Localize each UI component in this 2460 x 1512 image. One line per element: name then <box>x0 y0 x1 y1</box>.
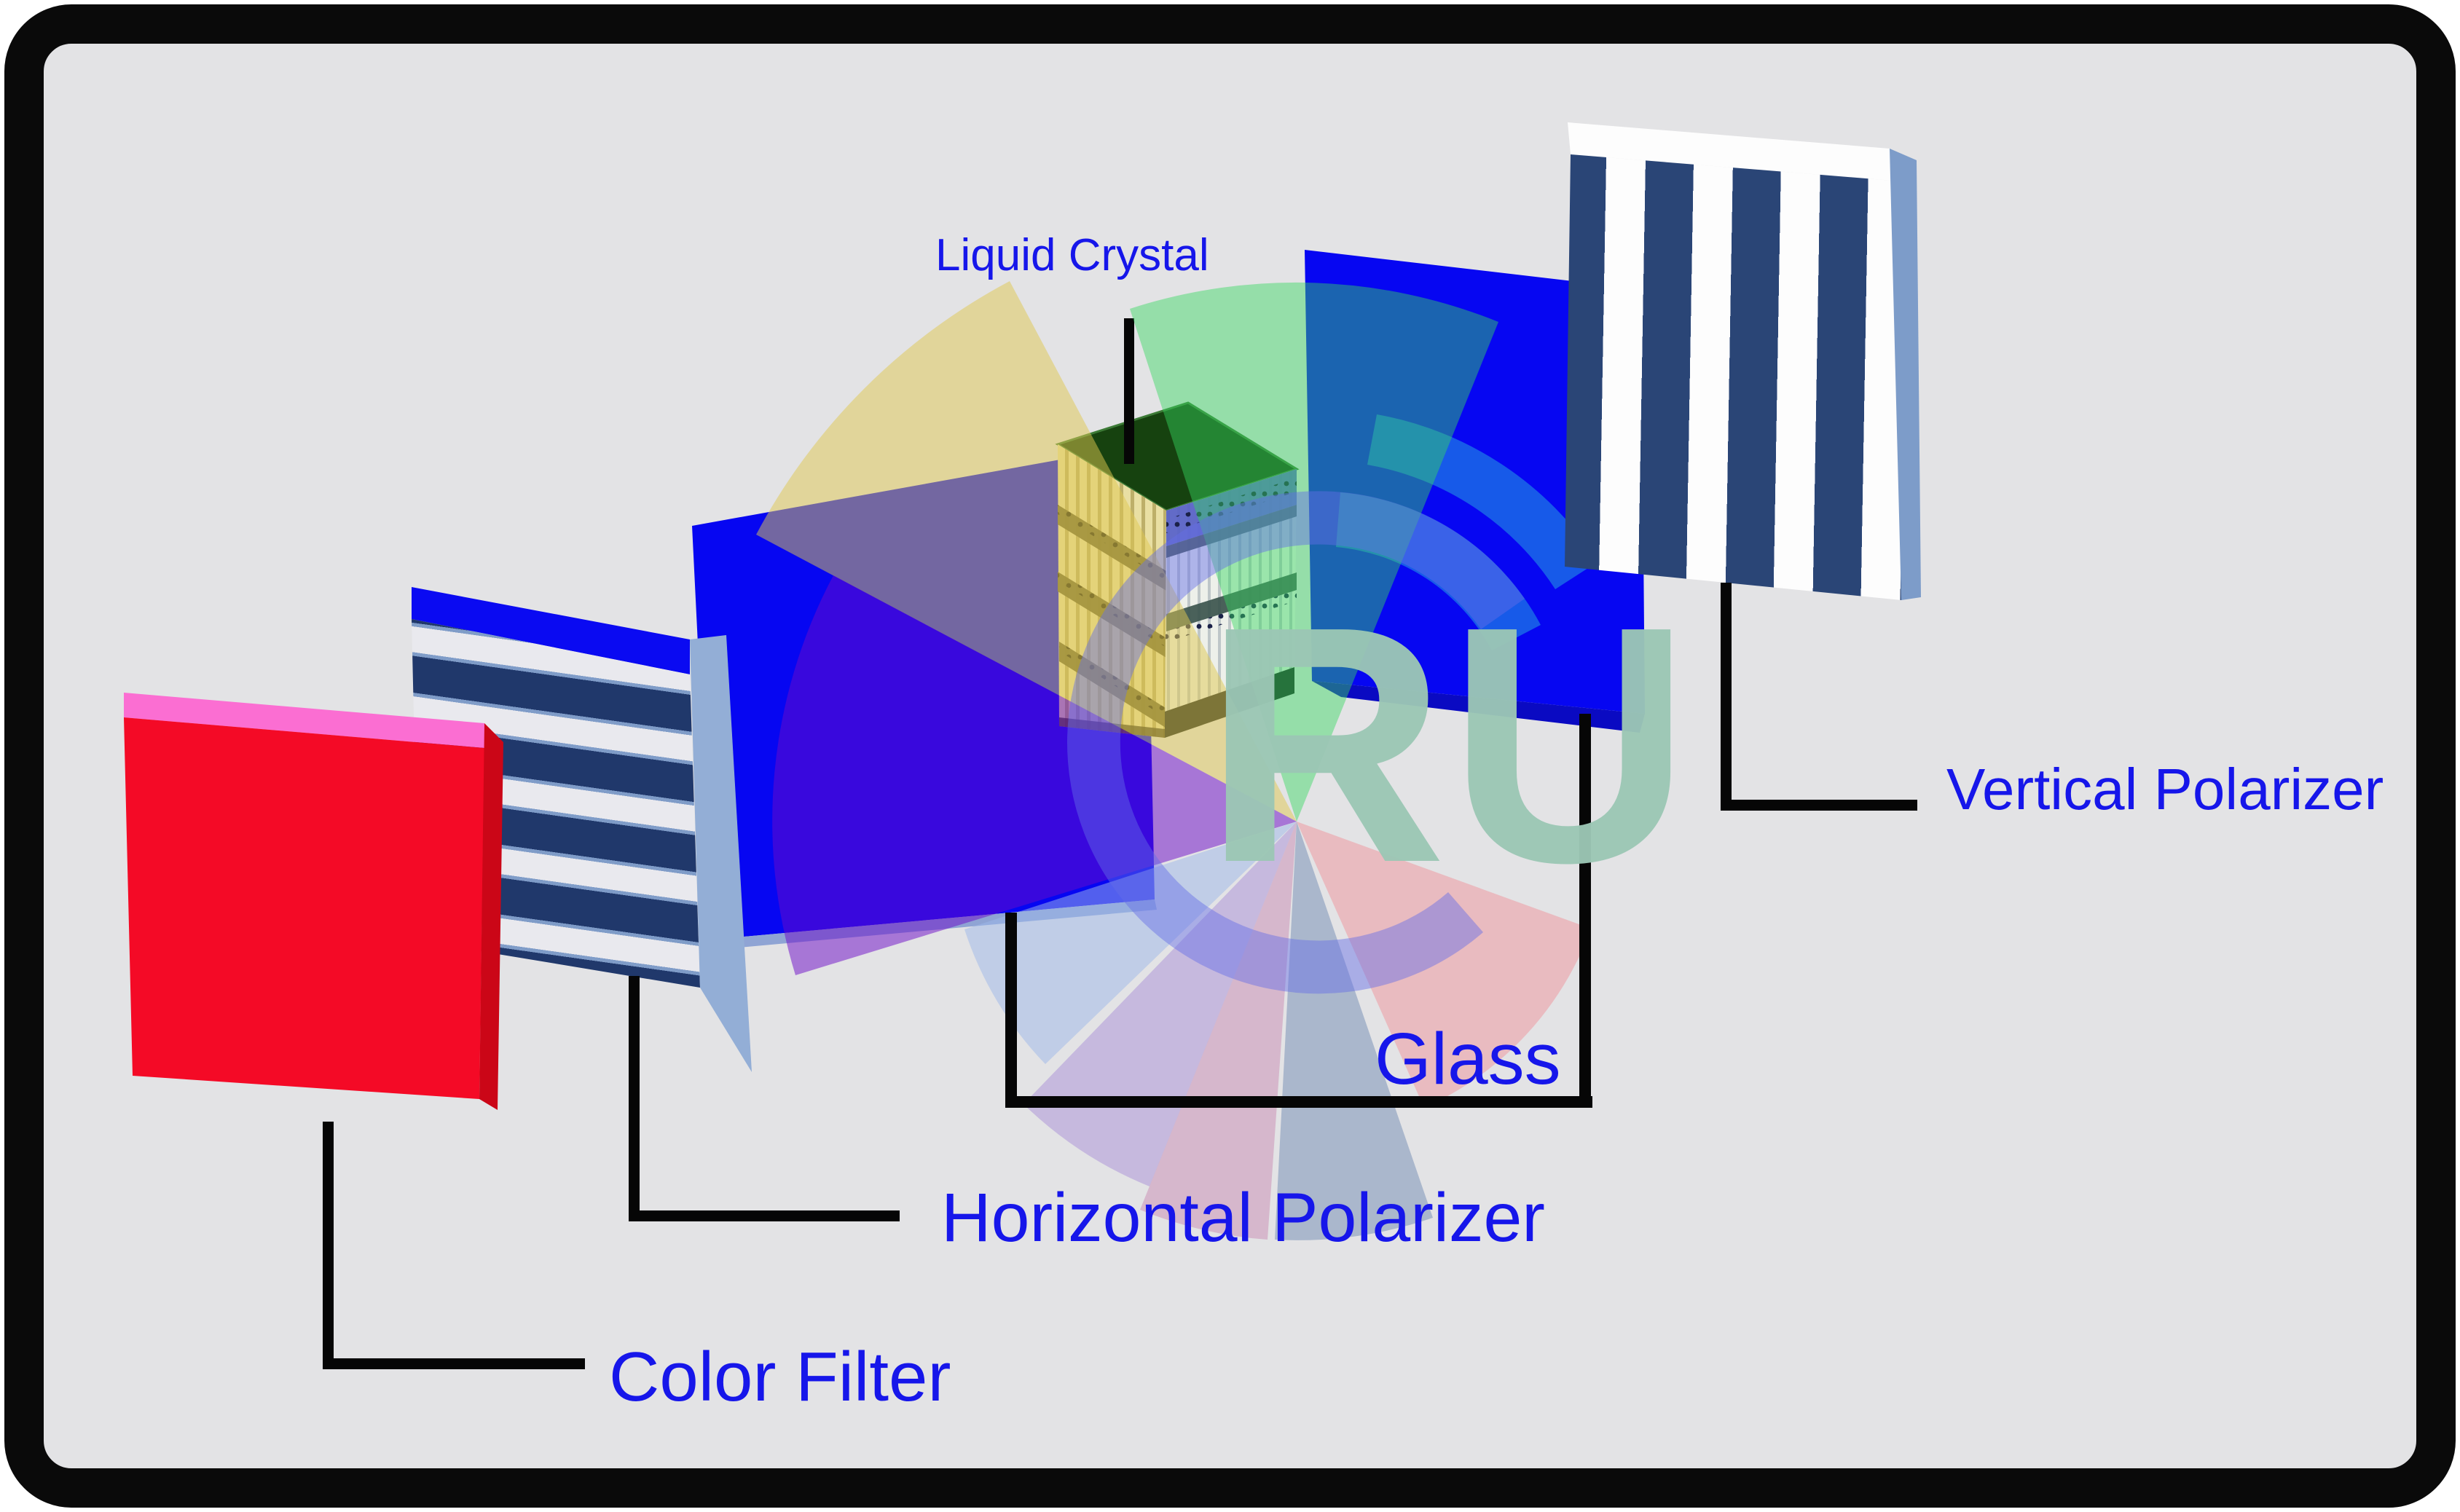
color-filter-leader-horizontal <box>323 1358 585 1369</box>
label-vertical-polarizer: Vertical Polarizer <box>1946 757 2384 822</box>
glass-arc-inner <box>1336 492 1541 650</box>
glass-arc-outer <box>1367 414 1598 589</box>
label-glass: Glass <box>1375 1018 1561 1100</box>
ru-watermark: RU <box>1203 556 1693 932</box>
color-filter-panel <box>117 681 510 1118</box>
label-color-filter: Color Filter <box>609 1338 951 1416</box>
vertical-polarizer-stripes <box>1565 154 1901 600</box>
label-liquid-crystal: Liquid Crystal <box>935 230 1209 280</box>
vertical-polarizer-panel <box>1559 117 1923 641</box>
horizontal-polarizer-leader-horizontal <box>629 1210 900 1221</box>
horizontal-polarizer-leader-vertical <box>629 976 640 1221</box>
vertical-polarizer-leader-horizontal <box>1721 800 1917 811</box>
glass-back-watermark-arcs <box>1299 244 1652 747</box>
color-filter-leader-vertical <box>323 1122 334 1369</box>
glass-bracket-left-line <box>1005 913 1017 1108</box>
vertical-polarizer-leader-vertical <box>1721 583 1732 810</box>
color-filter-face <box>124 717 484 1099</box>
liquid-crystal-leader-line <box>1124 318 1134 464</box>
label-horizontal-polarizer: Horizontal Polarizer <box>941 1179 1545 1256</box>
